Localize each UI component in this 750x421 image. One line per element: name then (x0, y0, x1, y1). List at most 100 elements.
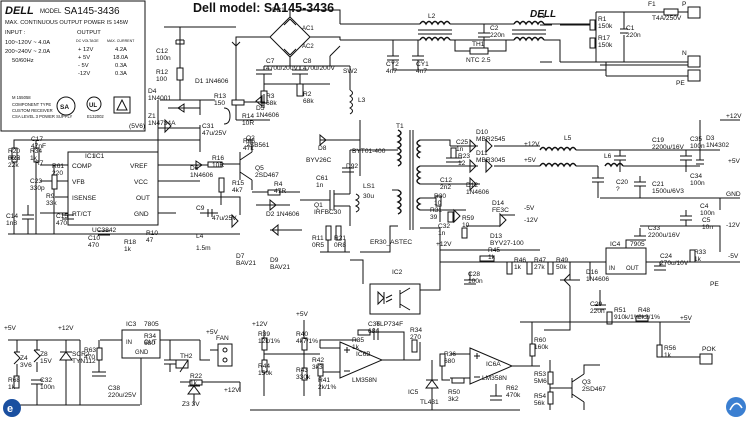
label-volt: -12V (78, 71, 90, 77)
ic1-pin-vref: VREF (130, 163, 148, 170)
ic1-pin-rtct: RT/CT (72, 211, 91, 218)
ic3-gnd: GND (135, 350, 149, 356)
ic1-name: IC1 (94, 153, 105, 160)
ic1-pin-gnd: GND (134, 211, 149, 218)
rail-plus12: +12V (726, 113, 742, 120)
component-label-l5: L5 (564, 135, 572, 142)
component-label-d8_v: BYV26C (306, 157, 332, 164)
bulk-capacitors (235, 45, 353, 120)
component-label-ic4_v: 7905 (630, 241, 645, 248)
component-label-l1: L1 (538, 13, 546, 20)
component-label-c20: C20? (616, 179, 628, 193)
component-label-f1_v: T4A/250V (652, 15, 682, 22)
rail-12v-c: +12V (58, 325, 74, 332)
rail-5v-d: +5V (206, 329, 219, 336)
label-input-head: INPUT : (5, 30, 26, 36)
csa-logo-icon: SA (56, 96, 76, 116)
mosfet-q1 (300, 120, 392, 253)
svg-text:UL: UL (89, 103, 97, 109)
rail-n: N (682, 50, 687, 57)
component-label-ntc: NTC 2.5 (466, 57, 491, 64)
optocoupler-ic2 (350, 250, 441, 315)
rail-12v-b: +12V (252, 321, 268, 328)
ul-logo-icon: UL (86, 96, 102, 112)
opamp-ic6a (450, 322, 540, 401)
label-volt: + 12V (78, 47, 93, 53)
rail-12v-d: +12V (224, 387, 240, 394)
rail-neg12: -12V (524, 217, 539, 224)
component-label-l_val: 30u (363, 193, 374, 200)
component-label-l4: L4 (196, 233, 204, 240)
component-label-d1: D1 1N4606 (195, 78, 229, 85)
tl431-ic5 (425, 353, 450, 410)
component-label-c9: C9 (196, 205, 205, 212)
component-label-z1_v: (5V6) (129, 123, 145, 130)
gate-drive (190, 139, 302, 237)
rating-label: DELL MODEL SA145-3436 MAX. CONTINUOUS OU… (0, 0, 146, 132)
label-col-max: MAX. CURRENT (107, 39, 135, 43)
rail-ac2: AC2 (302, 44, 314, 50)
component-label-ic5_v: TL431 (420, 399, 439, 406)
label-amp: 18.0A (113, 55, 128, 61)
label-max-power: MAX. CONTINUOUS OUTPUT POWER IS 145W (5, 20, 129, 26)
rail-12v-a: +12V (436, 241, 452, 248)
component-label-db1: DB1 (272, 7, 285, 14)
input-filter (340, 6, 701, 82)
dell-logo-right: DELL (530, 9, 556, 20)
component-label-ic6b_v: LM358N (352, 377, 377, 384)
component-label-d2: D2 1N4606 (266, 211, 300, 218)
ic1-pin-out: OUT (136, 195, 150, 202)
divider-network (250, 320, 520, 411)
label-code: E132002 (87, 114, 104, 119)
ic1-pin-isense: ISENSE (72, 195, 97, 202)
component-label-d8: D8 (318, 145, 327, 152)
label-model-prefix: MODEL (40, 9, 62, 15)
label-input-line: 50/60Hz (12, 58, 34, 64)
